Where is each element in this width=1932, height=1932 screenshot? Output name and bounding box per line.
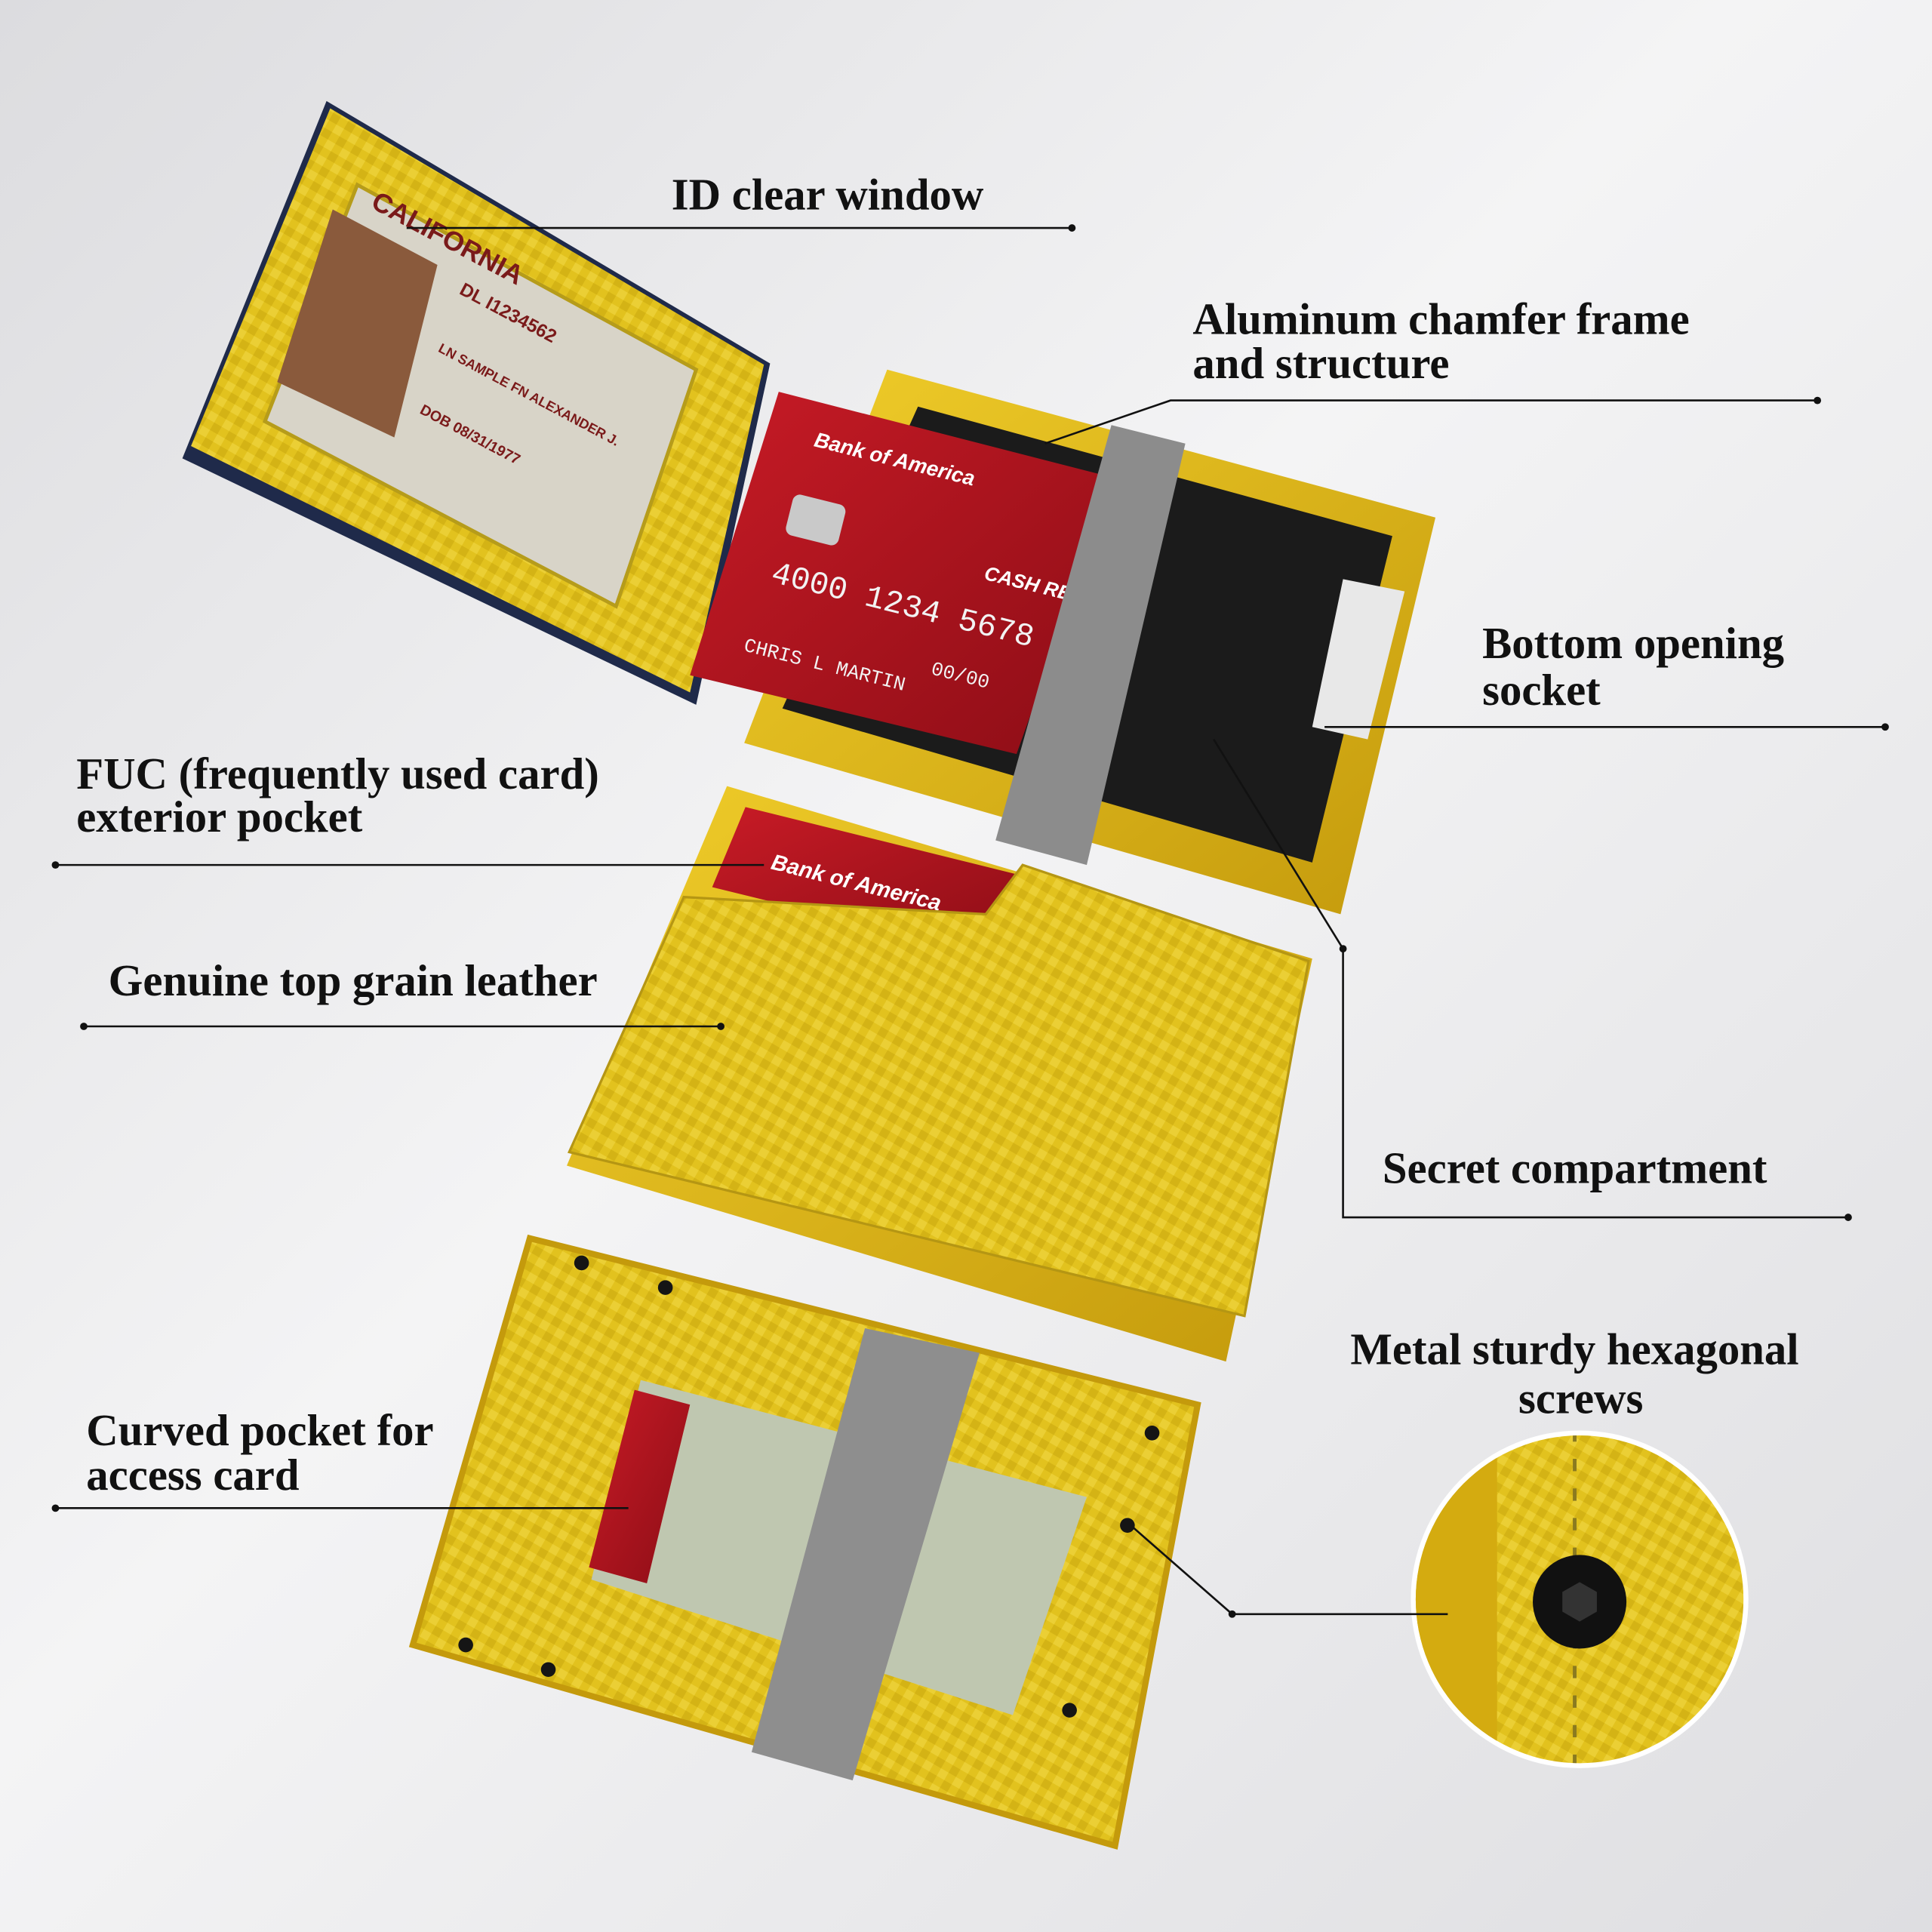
hexagonal-screws <box>458 1255 1160 1718</box>
callout-label: Curved pocket for <box>86 1406 433 1455</box>
callout-curved: Curved pocket for access card <box>51 1406 629 1512</box>
bottom-opening-socket <box>1312 579 1405 740</box>
callout-label: access card <box>86 1451 300 1500</box>
callout-label: FUC (frequently used card) <box>76 749 599 798</box>
callout-label: and structure <box>1192 339 1449 388</box>
aluminum-frame: Bank of America 4000 1234 5678 CASH RE C… <box>690 369 1436 915</box>
callout-label: Genuine top grain leather <box>109 956 598 1005</box>
callout-secret: Secret compartment <box>1213 738 1852 1221</box>
screw-closeup-inset <box>1411 1430 1749 1768</box>
elastic-band-textured <box>751 1328 980 1781</box>
elastic-band <box>995 425 1186 866</box>
leather-wallet-bottom <box>408 1234 1201 1850</box>
access-card <box>589 1389 691 1583</box>
callout-label: screws <box>1518 1374 1643 1423</box>
callout-leather: Genuine top grain leather <box>80 956 724 1030</box>
callout-screws: Metal sturdy hexagonal screws <box>1133 1324 1799 1618</box>
callout-label: ID clear window <box>672 171 984 220</box>
card-chip-icon <box>786 494 846 546</box>
callout-label: Bottom opening <box>1482 619 1784 668</box>
callout-socket: Bottom opening socket <box>1324 619 1889 731</box>
id-photo <box>277 209 438 438</box>
callout-label: exterior pocket <box>76 792 363 841</box>
callout-fuc: FUC (frequently used card) exterior pock… <box>51 749 764 869</box>
callout-label: Secret compartment <box>1383 1143 1767 1192</box>
leather-wallet-middle: Bank of America <box>567 786 1312 1362</box>
id-flap: CALIFORNIA DL I1234562 LN SAMPLE FN ALEX… <box>182 100 771 705</box>
callout-label: Metal sturdy hexagonal <box>1350 1324 1798 1374</box>
callout-label: Aluminum chamfer frame <box>1192 294 1689 343</box>
fuc-exterior-pocket <box>567 863 1310 1318</box>
callout-label: socket <box>1482 666 1601 715</box>
callout-id-window: ID clear window <box>406 171 1076 232</box>
credit-card <box>690 392 1115 755</box>
callout-frame: Aluminum chamfer frame and structure <box>1044 294 1822 445</box>
